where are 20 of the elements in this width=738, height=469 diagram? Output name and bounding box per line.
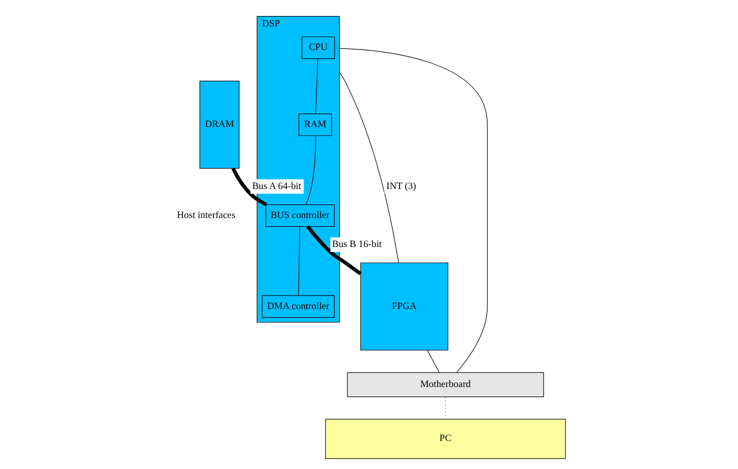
node-box: DRAM — [200, 80, 240, 168]
node-box: FPGA — [360, 262, 448, 350]
node-box: Motherboard — [347, 372, 544, 397]
edge-label: INT (3) — [386, 180, 416, 192]
label: Host interfaces — [176, 209, 236, 220]
connector — [339, 48, 488, 372]
node-box: RAM — [298, 113, 332, 136]
connector — [231, 167, 267, 206]
connector — [298, 226, 300, 296]
edge-label: Bus B 16-bit — [332, 238, 382, 250]
node-box: BUS controller — [266, 204, 335, 226]
connector — [339, 71, 399, 262]
edge-label: Bus A 64-bit — [252, 180, 302, 192]
node-box: PC — [325, 418, 566, 458]
connector — [305, 134, 316, 204]
connector — [315, 58, 318, 114]
connector — [427, 350, 440, 372]
connector — [306, 225, 362, 275]
node-box: DMA controller — [262, 294, 335, 318]
node-box: CPU — [302, 36, 335, 58]
